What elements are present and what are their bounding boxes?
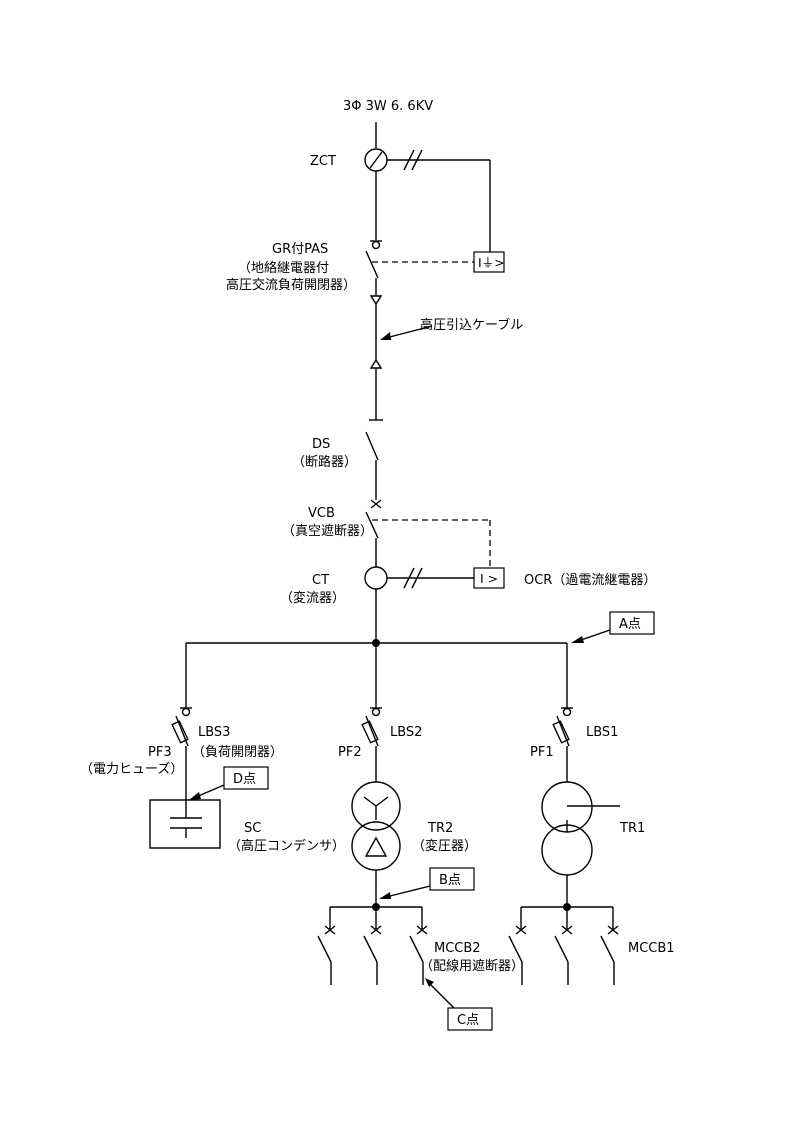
sc-label: SC [244,821,261,836]
tr1-label: TR1 [619,821,645,836]
zct-label: ZCT [310,154,336,169]
vcb-label: VCB [308,506,335,521]
point-b-box [429,867,475,891]
point-c-label: C点 [457,1013,479,1028]
point-a-box [609,611,655,635]
ds-desc: （断路器） [292,454,357,470]
mccb2-breakers [317,925,428,985]
cable-head-bottom [369,358,383,369]
lbs2-label: LBS2 [390,725,422,740]
pas-label: GR付PAS [272,242,328,257]
ds-label: DS [312,437,330,452]
mccb2-desc: （配線用遮断器） [420,958,524,974]
mccb2-label: MCCB2 [434,941,481,956]
point-d-box [223,766,269,790]
pas-desc-1: （地絡継電器付 [238,260,329,276]
pas-switch [365,240,474,279]
ds-switch [365,431,379,461]
lbs1-label: LBS1 [586,725,618,740]
tr2-label: TR2 [427,821,453,836]
left-branch [149,643,221,849]
pf3-label: PF3 [148,745,172,760]
cable-head-top [369,295,383,306]
ground-relay-box [473,251,505,273]
pf1-label: PF1 [530,745,554,760]
vcb-switch [365,499,491,568]
cable-label: 高圧引込ケーブル [420,317,523,333]
point-b-label: B点 [439,873,461,888]
tr1-node [563,903,571,911]
zct-symbol [364,148,491,252]
point-a-label: A点 [619,617,641,632]
right-branch [520,643,620,930]
lbs3-desc: （負荷開閉器） [192,745,283,760]
lbs3-label: LBS3 [198,725,230,740]
mccb1-label: MCCB1 [628,941,675,956]
ct-desc: （変流器） [280,590,345,606]
ocr-box [473,567,505,589]
pf3-desc: （電力ヒューズ） [80,761,183,777]
ocr-box-label: I > [480,571,498,586]
point-d-label: D点 [233,772,256,787]
ground-relay-label: I⏚> [478,255,505,270]
sc-desc: （高圧コンデンサ） [228,838,345,854]
tr2-desc: （変圧器） [412,838,477,854]
pas-desc-2: 高圧交流負荷開閉器） [226,277,356,293]
vcb-desc: （真空遮断器） [282,523,373,539]
ocr-label: OCR（過電流継電器） [524,573,656,588]
ct-label: CT [312,573,329,588]
pf2-label: PF2 [338,745,362,760]
ct-symbol [364,566,474,590]
tr2-node [372,903,380,911]
middle-branch [329,643,423,930]
mccb1-breakers [508,925,619,985]
point-c-box [447,1007,493,1031]
supply-label: 3Φ 3W 6. 6KV [343,99,433,114]
